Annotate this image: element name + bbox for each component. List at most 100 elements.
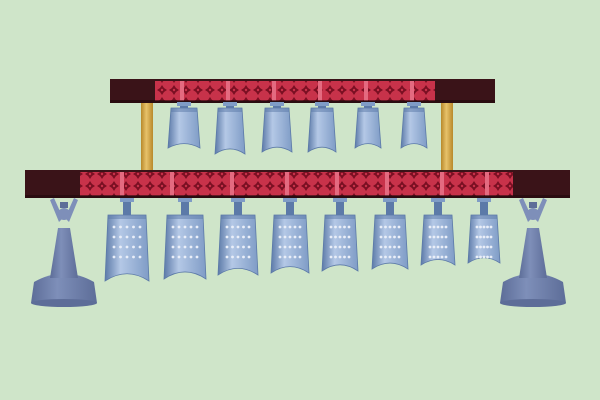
upper-bell-2[interactable] (214, 102, 246, 155)
lower-bell-stud (347, 245, 351, 249)
lower-bell-stud (177, 245, 181, 249)
lower-bell-stud (397, 245, 401, 249)
lower-bell-stud (482, 225, 486, 229)
lower-bell-stud (112, 225, 116, 229)
lower-bell-stud (298, 225, 302, 229)
lower-bell-stud (489, 235, 493, 239)
lower-beam-band-5 (335, 172, 339, 196)
lower-bell-stud (195, 255, 199, 259)
lower-bell-stud (440, 255, 444, 259)
lower-bell-5[interactable] (321, 198, 359, 272)
lower-bell-3[interactable] (217, 198, 259, 276)
lower-bell-stud (183, 245, 187, 249)
lower-bell-stud (486, 235, 489, 239)
upper-bell-shoulder (311, 108, 333, 112)
lower-bell-stud (183, 235, 187, 239)
lower-bell-stud (343, 225, 346, 229)
lower-bell-stud (247, 245, 251, 249)
statue-headdress (60, 202, 68, 208)
lower-bell-stud (329, 255, 333, 259)
lower-bell-7[interactable] (420, 198, 456, 266)
lower-bell-row (104, 198, 501, 282)
statue-head (58, 208, 70, 220)
lower-bell-stud (482, 245, 486, 249)
lower-bell-stud (171, 255, 175, 259)
lower-bell-stud (486, 245, 489, 249)
lower-bell-stud (231, 255, 234, 259)
lower-bell-stud (242, 245, 245, 249)
upper-bell-6[interactable] (400, 102, 428, 149)
lower-bell-stud (329, 225, 333, 229)
lower-bell-stud (475, 255, 479, 259)
upper-bell-body (354, 107, 382, 149)
lower-bell-hook (477, 198, 491, 202)
lower-bell-stud (428, 245, 432, 249)
lower-bell-stud (231, 235, 234, 239)
lower-bell-stud (388, 255, 392, 259)
upper-bell-hook (315, 102, 329, 106)
lower-bell-stud (486, 225, 489, 229)
lower-bell-stud (440, 245, 444, 249)
lower-bell-stud (189, 245, 193, 249)
upper-bell-shoulder (265, 108, 289, 112)
lower-bell-hook (333, 198, 347, 202)
statue-pedestal (31, 273, 97, 303)
lower-bell-stud (334, 255, 337, 259)
lower-bell-stud (428, 235, 432, 239)
lower-bell-hook (283, 198, 297, 202)
lower-bell-8[interactable] (467, 198, 501, 264)
lower-bell-stud (343, 235, 346, 239)
lower-bell-stud (225, 255, 229, 259)
lower-bell-stud (278, 255, 282, 259)
lower-beam-band-2 (170, 172, 174, 196)
lower-bell-stud (334, 235, 337, 239)
upper-bell-body (307, 107, 337, 153)
upper-bell-5[interactable] (354, 102, 382, 149)
upper-bell-3[interactable] (261, 102, 293, 153)
lower-bell-shoulder (424, 215, 452, 219)
lower-bell-stud (278, 225, 282, 229)
lower-bell-stud (195, 225, 199, 229)
lower-bell-stud (436, 225, 440, 229)
lower-bell-stud (189, 225, 193, 229)
upper-bell-shoulder (218, 108, 242, 112)
lower-bell-stud (444, 255, 448, 259)
upper-beam-band-3 (272, 81, 276, 101)
lower-bell-stud (475, 235, 479, 239)
lower-bell-stud (384, 225, 387, 229)
lower-bell-stud (388, 225, 392, 229)
lower-bell-shoulder (221, 215, 255, 219)
lower-bell-stud (343, 255, 346, 259)
lower-bell-shoulder (167, 215, 203, 219)
lower-bell-stud (393, 235, 396, 239)
lower-bell-2[interactable] (163, 198, 207, 280)
upper-beam-band-5 (364, 81, 368, 101)
statue-head (527, 208, 539, 220)
lower-bell-stud (432, 225, 436, 229)
lower-bell-stud (138, 235, 142, 239)
lower-bell-stud (397, 235, 401, 239)
statue-2 (500, 198, 566, 307)
lower-bell-stud (132, 245, 135, 249)
upper-bell-4[interactable] (307, 102, 337, 153)
lower-bell-4[interactable] (270, 198, 310, 274)
statue-body (50, 228, 78, 278)
lower-bell-stud (293, 245, 297, 249)
lower-bell-hanger (234, 198, 242, 215)
lower-bell-6[interactable] (371, 198, 409, 270)
lower-bell-stud (397, 255, 401, 259)
lower-bell-stud (436, 235, 440, 239)
upper-bell-1[interactable] (167, 102, 201, 149)
lower-bell-shoulder (108, 215, 146, 219)
upper-bell-hook (361, 102, 375, 106)
lower-bell-stud (132, 255, 135, 259)
lower-beam-band-1 (120, 172, 124, 196)
upper-bell-body (214, 107, 246, 155)
statue-pedestal-base (31, 299, 97, 307)
lower-bell-stud (288, 255, 292, 259)
lower-bell-stud (119, 235, 122, 239)
lower-bell-1[interactable] (104, 198, 150, 282)
statue-1 (31, 198, 97, 307)
lower-bell-stud (242, 225, 245, 229)
lower-bell-stud (293, 255, 297, 259)
